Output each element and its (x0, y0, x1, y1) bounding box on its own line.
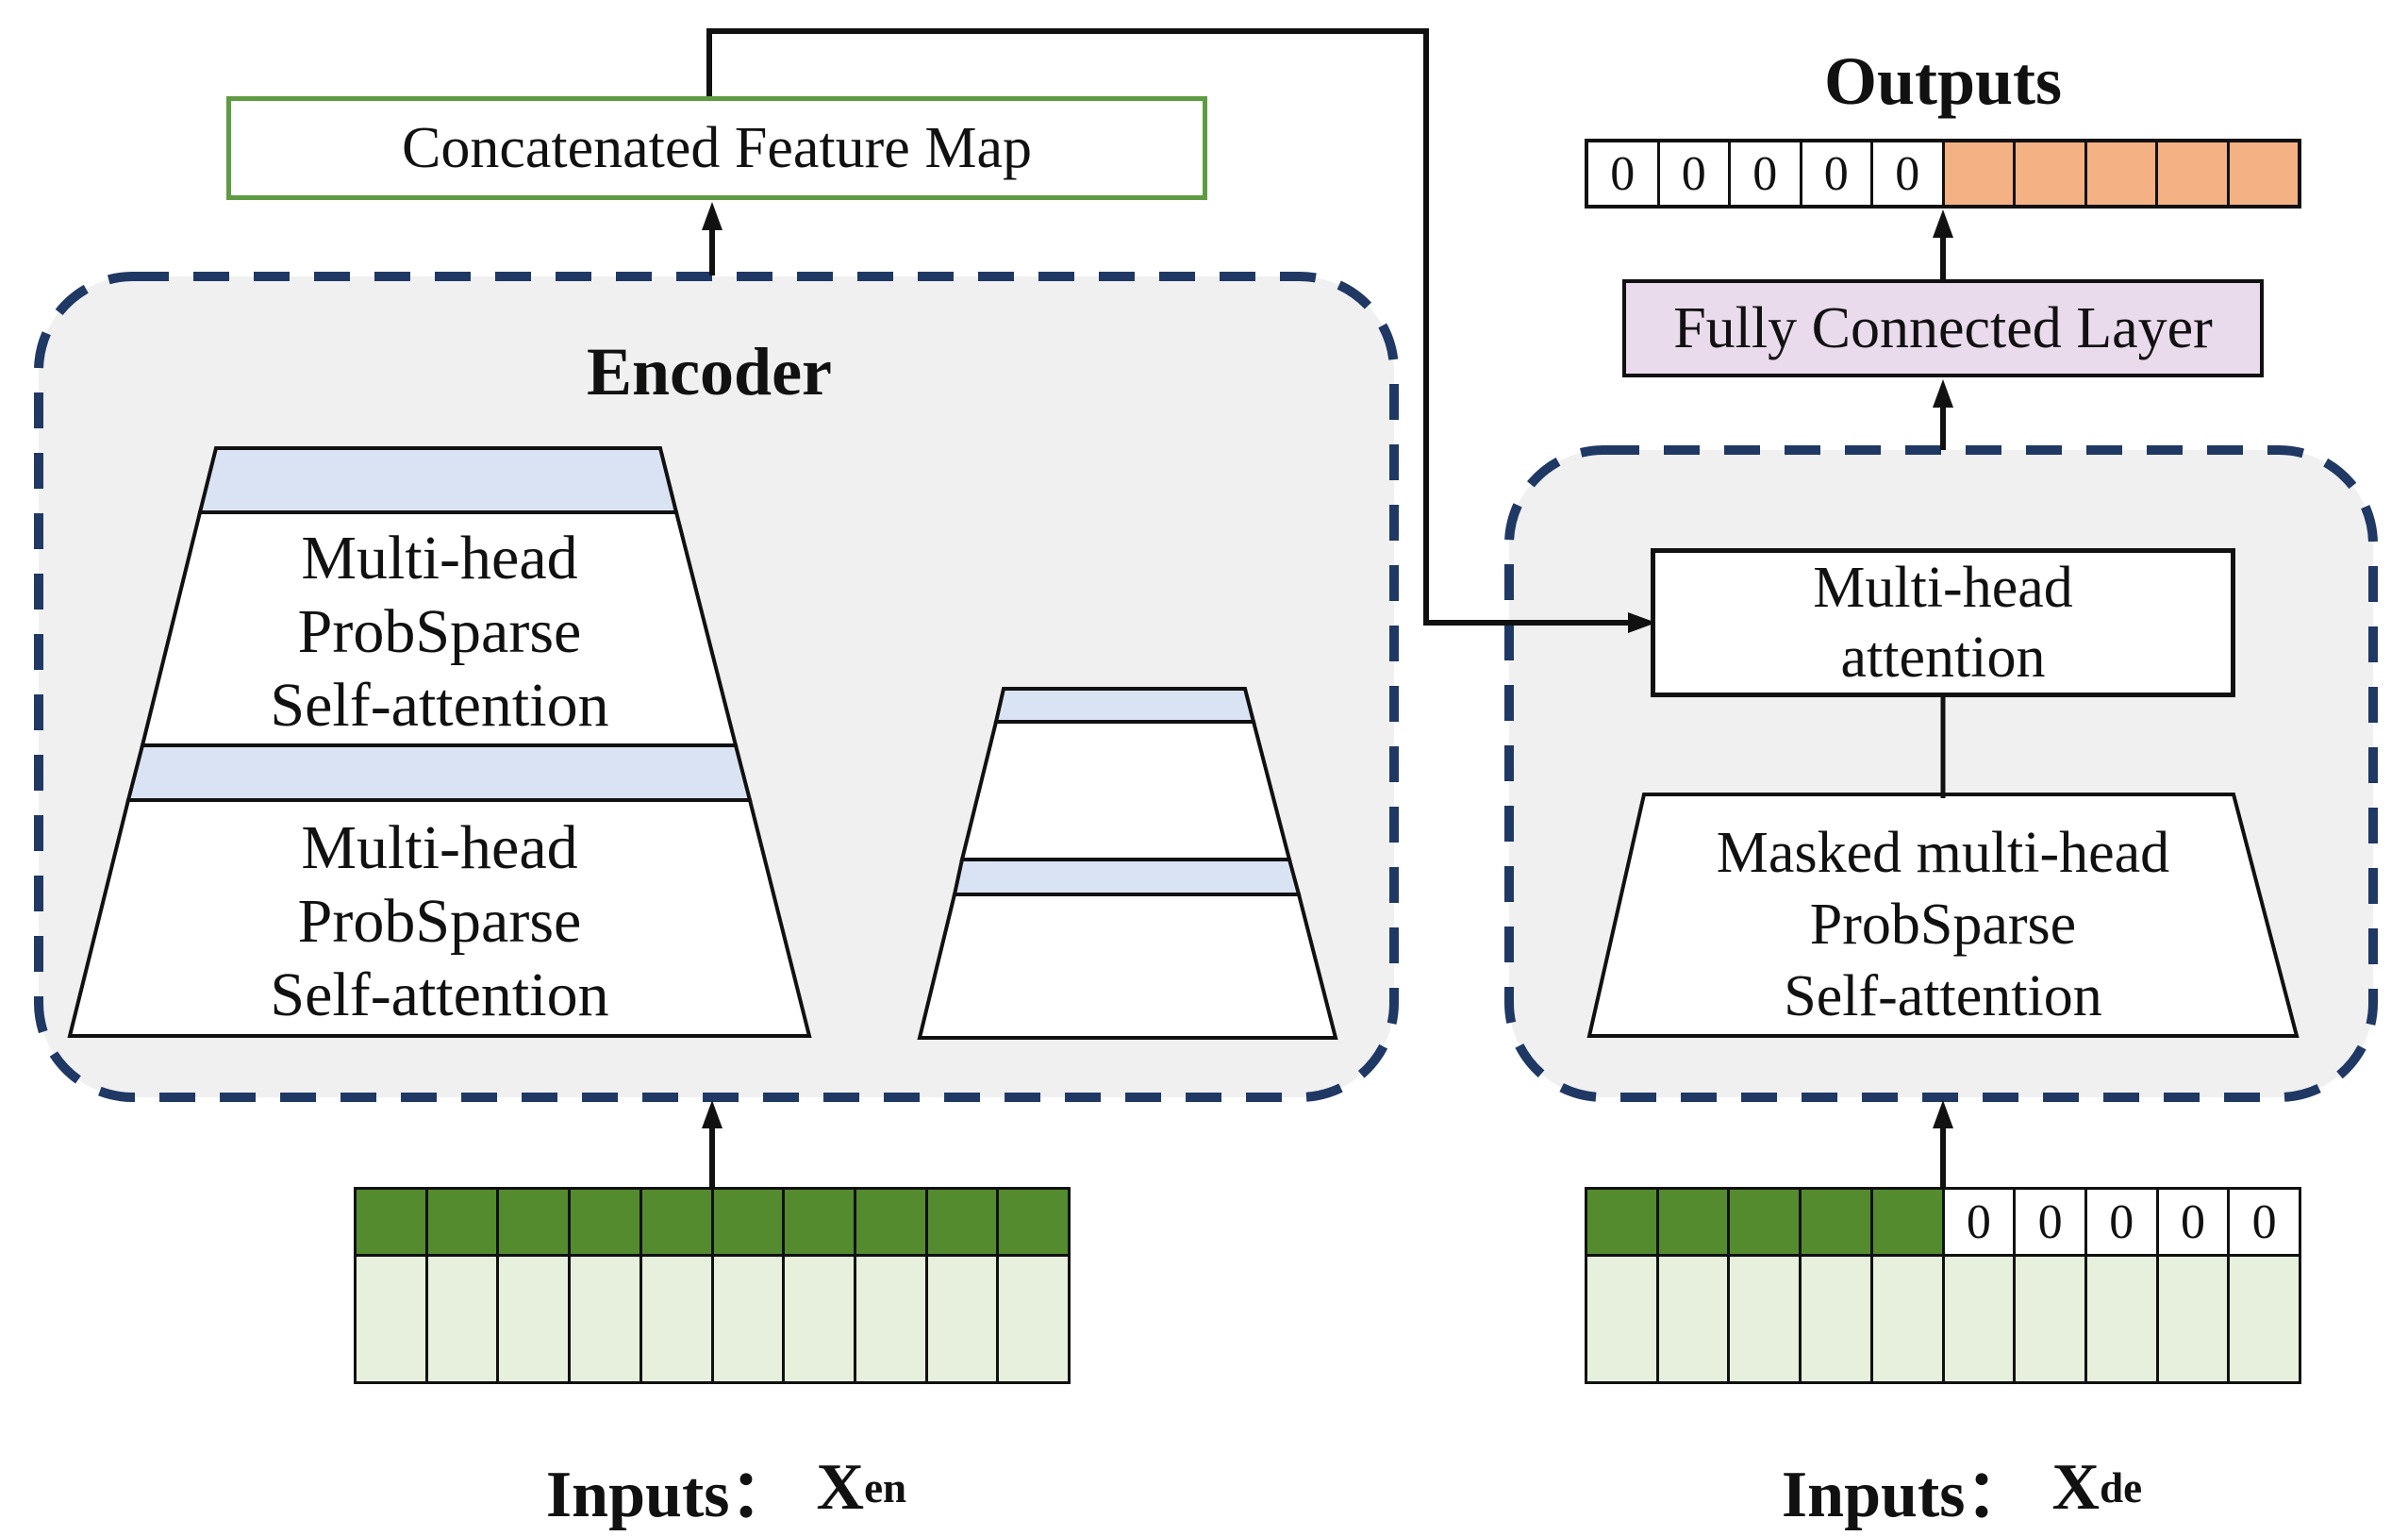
encoder-input-cell (996, 1257, 1069, 1381)
encoder-input-cell (496, 1190, 569, 1254)
encoder-input-cell (568, 1190, 639, 1254)
decoder-input-cell (1727, 1257, 1800, 1381)
encoder-input-cell (424, 1257, 497, 1381)
decoder-input-symbol: X (2051, 1451, 2101, 1524)
decoder-input-cell (1655, 1190, 1728, 1254)
small-trapezoid-lower-white-band (917, 893, 1338, 1040)
large-trapezoid-blue-band-top (197, 446, 679, 514)
masked-attention-trapezoid (1586, 793, 2300, 1038)
decoder-input-cell (1941, 1257, 2014, 1381)
outputs-cells: 0 0 0 0 0 (1588, 142, 2298, 205)
decoder-zero-cell: 0 (2084, 1190, 2156, 1254)
encoder-input-cell (424, 1190, 497, 1254)
arrowhead-into-mha (1628, 612, 1656, 633)
output-predicted-cell (2013, 142, 2084, 205)
encoder-input-grid (354, 1187, 1071, 1384)
large-trapezoid-blue-band-middle (125, 743, 753, 802)
small-trapezoid-upper-white-band (959, 720, 1292, 861)
encoder-input-cell (357, 1257, 425, 1381)
decoder-input-cell (2155, 1257, 2228, 1381)
multi-head-attention-box: Multi-head attention (1651, 548, 2235, 697)
output-zero-cell: 0 (1799, 142, 1870, 205)
encoder-title: Encoder (587, 333, 832, 409)
output-predicted-cell (1941, 142, 2013, 205)
decoder-input-cell (1587, 1190, 1656, 1254)
decoder-input-cell (1799, 1190, 1870, 1254)
fully-connected-layer-box: Fully Connected Layer (1622, 279, 2264, 377)
masked-attention-label: Masked multi-head ProbSparse Self-attent… (1716, 821, 2170, 1028)
encoder-to-decoder-connector (706, 28, 1628, 626)
large-trapezoid-lower-white-band (67, 798, 812, 1038)
outputs-row: 0 0 0 0 0 (1585, 139, 2301, 209)
encoder-input-cell (924, 1257, 997, 1381)
encoder-input-cell (853, 1190, 925, 1254)
arrowhead-outputs (1933, 209, 1953, 238)
output-zero-cell: 0 (1728, 142, 1800, 205)
decoder-input-cell (1727, 1190, 1800, 1254)
encoder-input-label-prefix: Inputs： (545, 1458, 796, 1531)
output-predicted-cell (2084, 142, 2155, 205)
fully-connected-layer-label: Fully Connected Layer (1673, 295, 2213, 360)
encoder-input-cell (639, 1190, 711, 1254)
small-trapezoid-blue-band-top (993, 687, 1256, 724)
encoder-input-cell (710, 1257, 783, 1381)
encoder-lower-attention-label: Multi-head ProbSparse Self-attention (270, 813, 609, 1029)
decoder-input-cell (2227, 1257, 2300, 1381)
decoder-input-cell (1655, 1257, 1728, 1381)
arrowhead-encoder-input (702, 1100, 722, 1128)
decoder-zero-cell: 0 (1941, 1190, 2014, 1254)
encoder-input-cell (996, 1190, 1069, 1254)
output-predicted-cell (2155, 142, 2227, 205)
encoder-input-cell (782, 1257, 854, 1381)
decoder-input-cell (1799, 1257, 1870, 1381)
encoder-input-top-row (357, 1190, 1069, 1257)
encoder-input-cell (496, 1257, 569, 1381)
concatenated-feature-map-box: Concatenated Feature Map (226, 96, 1207, 200)
decoder-input-subscript: de (2100, 1464, 2143, 1511)
encoder-large-trapezoid (67, 446, 812, 1038)
encoder-input-bottom-row (357, 1257, 1069, 1381)
encoder-input-cell (853, 1257, 925, 1381)
arrowhead-decoder-input (1933, 1100, 1953, 1128)
encoder-input-cell (924, 1190, 997, 1254)
decoder-input-grid: 0 0 0 0 0 (1585, 1187, 2301, 1384)
decoder-input-cell (1869, 1190, 1942, 1254)
decoder-input-bottom-row (1587, 1257, 2300, 1381)
output-zero-cell: 0 (1870, 142, 1942, 205)
encoder-small-trapezoid (917, 687, 1338, 1040)
decoder-input-cell (2084, 1257, 2156, 1381)
encoder-input-cell (639, 1257, 711, 1381)
decoder-input-label-prefix: Inputs： (1781, 1458, 2032, 1531)
encoder-input-cell (357, 1190, 425, 1254)
arrowhead-concat (702, 202, 722, 230)
small-trapezoid-blue-band-middle (952, 858, 1302, 896)
decoder-zero-cell: 0 (2013, 1190, 2084, 1254)
encoder-input-cell (568, 1257, 639, 1381)
decoder-zero-cell: 0 (2155, 1190, 2228, 1254)
output-predicted-cell (2226, 142, 2298, 205)
decoder-input-cell (1587, 1257, 1656, 1381)
decoder-input-cell (2013, 1257, 2084, 1381)
encoder-input-symbol: X (816, 1451, 865, 1524)
concatenated-feature-map-label: Concatenated Feature Map (402, 115, 1032, 180)
arrowhead-fc (1933, 379, 1953, 408)
encoder-input-cell (782, 1190, 854, 1254)
decoder-input-cell (1869, 1257, 1942, 1381)
outputs-title: Outputs (1823, 42, 2063, 119)
encoder-input-subscript: en (864, 1464, 907, 1511)
decoder-zero-cell: 0 (2227, 1190, 2300, 1254)
decoder-input-top-row: 0 0 0 0 0 (1587, 1190, 2300, 1257)
encoder-upper-attention-label: Multi-head ProbSparse Self-attention (270, 524, 609, 740)
output-zero-cell: 0 (1656, 142, 1728, 205)
encoder-input-cell (710, 1190, 783, 1254)
output-zero-cell: 0 (1588, 142, 1657, 205)
